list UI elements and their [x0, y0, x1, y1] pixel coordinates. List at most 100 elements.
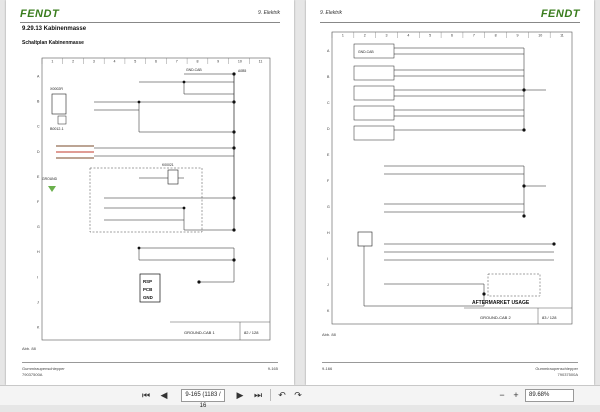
sensor-label: B0012-1: [50, 127, 64, 131]
row-label-I: I: [327, 257, 328, 261]
row-label-A: A: [327, 49, 330, 53]
column-label-9: 9: [516, 34, 518, 38]
back-view-button[interactable]: ↶: [278, 390, 286, 400]
wiring-diagram-right: 1 2 3 4 5 6 7 8 9 10 11 A B C D E F G H I J K GND-CAB: [327, 31, 573, 325]
row-label-J: J: [327, 283, 329, 287]
column-label-11: 11: [560, 34, 564, 38]
section-header: 9. Elektrik: [258, 10, 280, 16]
row-label-E: E: [327, 153, 330, 157]
column-label-10: 10: [538, 34, 542, 38]
row-label-B: B: [327, 75, 330, 79]
column-label-3: 3: [386, 34, 388, 38]
connector-label: GND-CAB: [358, 50, 374, 54]
wires: [94, 73, 235, 283]
junctions: [482, 88, 556, 296]
row-label-G: G: [327, 205, 330, 209]
column-label-6: 6: [155, 60, 157, 64]
page-number: 9-166: [322, 366, 333, 371]
row-label-K: K: [327, 309, 330, 313]
column-label-10: 10: [238, 60, 242, 64]
relay-icon: [167, 169, 179, 185]
title-block-name: GROUND-CAB 1: [184, 330, 215, 335]
row-label-E: E: [37, 175, 40, 179]
title-block-sheet: 83 / 128: [542, 315, 557, 320]
bus-label: GND-CAB: [186, 68, 202, 72]
connector-left: [51, 93, 67, 115]
row-label-C: C: [327, 101, 330, 105]
first-page-button[interactable]: ⏮: [141, 390, 151, 400]
column-label-6: 6: [451, 34, 453, 38]
column-label-1: 1: [342, 34, 344, 38]
page-number: 9-165: [267, 366, 278, 371]
column-label-7: 7: [176, 60, 178, 64]
column-label-7: 7: [473, 34, 475, 38]
section-subtitle: Schaltplan Kabinenmasse: [22, 40, 84, 46]
row-label-G: G: [37, 225, 40, 229]
rsp-pcb-gnd-box: [139, 273, 161, 303]
figure-caption: Abb. 88: [22, 346, 36, 351]
ground-label: GROUND: [42, 177, 58, 181]
row-label-D: D: [37, 150, 40, 154]
column-label-4: 4: [407, 34, 409, 38]
column-label-9: 9: [217, 60, 219, 64]
row-label-F: F: [37, 200, 40, 204]
footer-title: Gummiraupenschlepper: [535, 366, 578, 371]
diagram-frame: [331, 31, 573, 325]
connector-left-label: X0002R: [50, 87, 63, 91]
rsp-label: RSP: [143, 279, 152, 284]
dashed-group: [487, 273, 541, 297]
plug-icon: [357, 231, 373, 247]
column-label-4: 4: [114, 60, 116, 64]
row-label-F: F: [327, 179, 330, 183]
footer-code: 79037500A: [557, 372, 578, 377]
column-label-2: 2: [364, 34, 366, 38]
footer-divider: [322, 362, 578, 363]
row-label-H: H: [37, 250, 40, 254]
connector-blocks: [353, 43, 395, 141]
column-label-1: 1: [51, 60, 53, 64]
row-label-C: C: [37, 125, 40, 129]
zoom-out-button[interactable]: −: [499, 390, 505, 400]
zoom-level-select[interactable]: 89.68%: [525, 389, 574, 402]
column-label-5: 5: [429, 34, 431, 38]
row-label-H: H: [327, 231, 330, 235]
row-label-K: K: [37, 325, 40, 329]
row-headers: A B C D E F G H I J K: [327, 49, 330, 313]
row-label-J: J: [37, 300, 39, 304]
column-headers: 1 2 3 4 5 6 7 8 9 10 11: [331, 32, 564, 38]
relay-label: K00021: [162, 163, 174, 167]
row-label-I: I: [37, 275, 38, 279]
section-title: 9.29.13 Kabinenmasse: [22, 26, 87, 32]
dashed-group: [89, 167, 203, 233]
page-left: FENDT 9. Elektrik 9.29.13 Kabinenmasse S…: [6, 0, 294, 385]
column-label-11: 11: [259, 60, 263, 64]
next-page-button[interactable]: ▶: [236, 390, 244, 400]
forward-view-button[interactable]: ↷: [294, 390, 302, 400]
title-block-sheet: 82 / 128: [244, 330, 259, 335]
title-block-name: GROUND-CAB 2: [480, 315, 511, 320]
footer-divider: [22, 362, 278, 363]
column-label-8: 8: [495, 34, 497, 38]
header-divider: [20, 22, 280, 23]
junctions: [137, 72, 236, 284]
header-divider: [320, 22, 580, 23]
row-label-A: A: [37, 75, 40, 79]
toolbar-separator: [270, 389, 271, 401]
row-label-D: D: [327, 127, 330, 131]
wires: [363, 47, 554, 307]
page-number-input[interactable]: 9-165 (1183 / 16: [181, 389, 225, 409]
zoom-in-button[interactable]: +: [513, 390, 519, 400]
diagram-frame: [41, 57, 271, 341]
prev-page-button[interactable]: ◀: [160, 390, 168, 400]
sensor-box: [57, 115, 67, 125]
gnd-label: GND: [143, 295, 153, 300]
figure-caption: Abb. 88: [322, 332, 336, 337]
column-label-2: 2: [72, 60, 74, 64]
column-label-5: 5: [134, 60, 136, 64]
last-page-button[interactable]: ⏭: [253, 390, 263, 400]
